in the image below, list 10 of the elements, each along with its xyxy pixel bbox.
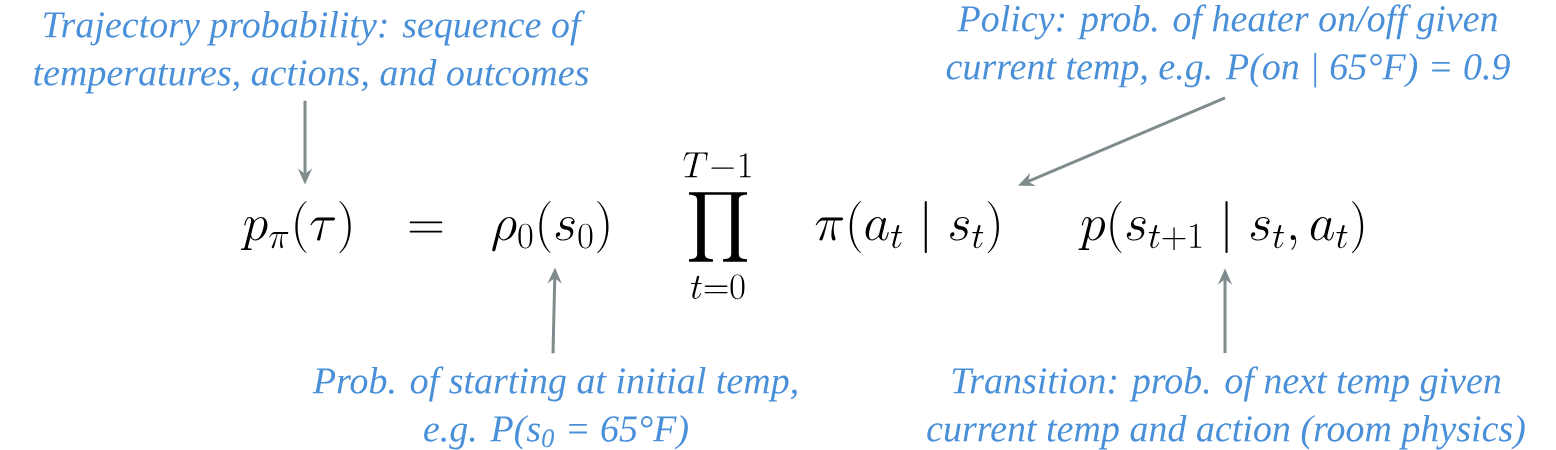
annotation-text: Transition: prob. of next temp given current temp and action (room physics)	[927, 366, 1525, 450]
product-operator: $\prod_{t=0}^{T-1}$	[683, 152, 751, 300]
formula-term: $p(s_{t+1} \mid s_t, a_t)$	[1078, 201, 1364, 253]
annotation-text: Policy: prob. of heater on/off given current temp, e.g. P(on | 65°F) = 0.9	[946, 4, 1510, 88]
annotation-text: Trajectory probability: sequence of temperatures, actions, and outcomes	[34, 10, 589, 94]
annotation-text: Prob. of starting at initial temp, e.g. P(s$_{0}$ = 65°F)	[312, 366, 797, 450]
equals-sign: $=$	[409, 221, 443, 233]
formula-term: $\pi(a_t \mid s_t)$	[815, 201, 999, 253]
formula-term: $p_{\pi}(\tau)$	[241, 201, 351, 253]
formula-term: $\rho_0(s_0)$	[492, 201, 609, 253]
